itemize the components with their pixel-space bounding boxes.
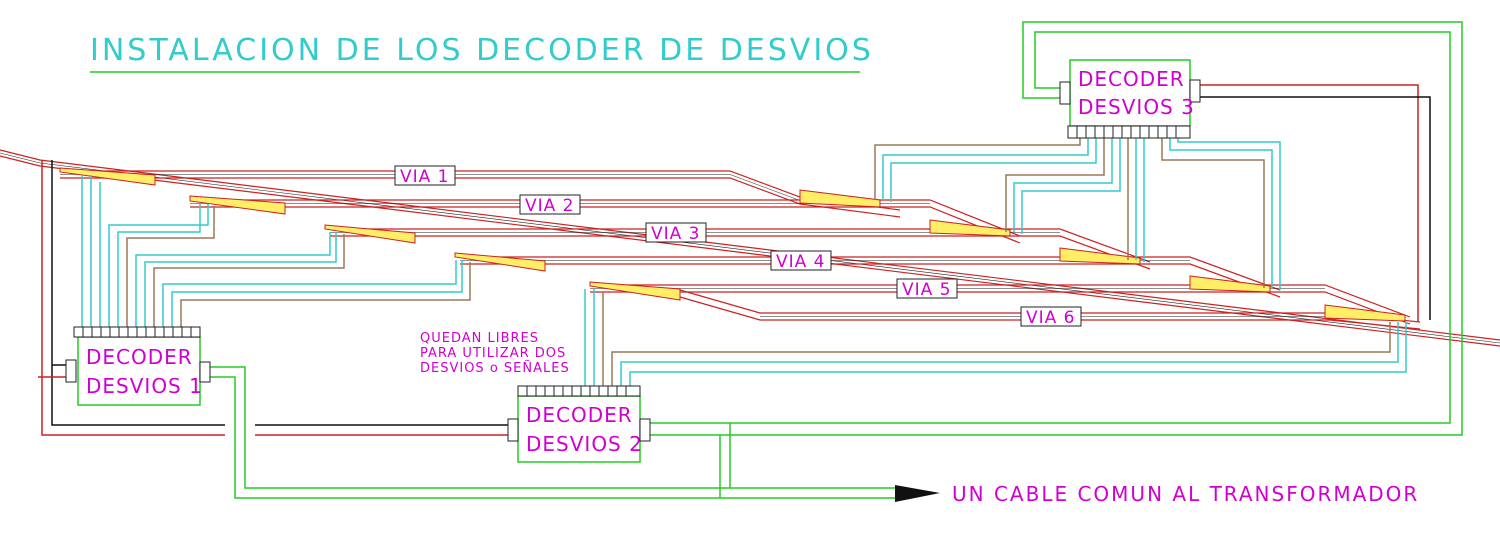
- turnout-right-1: [799, 189, 881, 208]
- turnout-left-2: [189, 195, 286, 215]
- decoder-3-common-terminal: [1059, 81, 1071, 105]
- decoder-3-terminal-strip: [1067, 125, 1191, 139]
- decoder-1-line2: DESVIOS 1: [86, 374, 203, 398]
- decoder-2-terminal-strip: [517, 385, 641, 397]
- decoder-3-turnout-wires: [874, 138, 1281, 290]
- via-labels: VIA 1 VIA 2 VIA 3 VIA 4 VIA 5 VIA 6: [394, 165, 1082, 328]
- common-cable-label: UN CABLE COMUN AL TRANSFORMADOR: [952, 482, 1419, 506]
- track-layout: [0, 149, 1500, 347]
- decoder-1: DECODER DESVIOS 1: [65, 326, 211, 406]
- wiring: [38, 21, 1463, 499]
- via-1-label: VIA 1: [400, 167, 450, 187]
- turnout-left-4: [454, 252, 546, 272]
- turnout-right-5: [1324, 304, 1406, 322]
- via-5-label: VIA 5: [902, 280, 952, 300]
- turnout-right-2: [929, 219, 1011, 237]
- decoder-2-box: [517, 395, 641, 463]
- decoder-1-turnout-wires: [81, 175, 471, 328]
- common-green-wires: [205, 21, 1463, 499]
- via-3-label: VIA 3: [651, 224, 701, 244]
- via-4-label: VIA 4: [776, 252, 826, 272]
- turnout-left-3: [324, 224, 416, 244]
- turnouts: [59, 167, 1406, 322]
- turnout-left-1: [59, 167, 156, 186]
- free-note-line1: QUEDAN LIBRES: [420, 331, 539, 346]
- decoder-2-turnout-wires: [584, 289, 1407, 388]
- common-cable-arrow-icon: [895, 485, 940, 502]
- decoder-2-power-terminal: [507, 418, 519, 442]
- via-4-track: [460, 256, 1281, 298]
- decoder-3-box: [1069, 59, 1191, 127]
- decoder-3-power-terminal: [1189, 79, 1201, 103]
- decoder-1-common-terminal: [199, 361, 211, 383]
- decoder-1-line1: DECODER: [86, 345, 193, 369]
- main-line-track: [0, 149, 1500, 347]
- via-5-track: [590, 284, 1411, 325]
- free-terminals-note: QUEDAN LIBRES PARA UTILIZAR DOS DESVIOS …: [420, 331, 570, 376]
- decoder-2: DECODER DESVIOS 2: [507, 385, 651, 463]
- decoder-1-power-terminal: [65, 359, 77, 383]
- decoder-2-line1: DECODER: [526, 403, 633, 427]
- turnout-right-4: [1189, 275, 1271, 293]
- diagram-title: INSTALACION DE LOS DECODER DE DESVIOS: [90, 33, 874, 68]
- decoder-3: DECODER DESVIOS 3: [1059, 59, 1201, 139]
- decoder-2-line2: DESVIOS 2: [526, 432, 643, 456]
- via-2-label: VIA 2: [525, 196, 575, 216]
- turnout-left-5: [589, 281, 681, 301]
- decoder-3-line1: DECODER: [1078, 67, 1185, 91]
- free-note-line3: DESVIOS o SEÑALES: [420, 360, 570, 376]
- decoder-3-line2: DESVIOS 3: [1078, 95, 1195, 119]
- power-wires: [38, 84, 1431, 436]
- via-1-track: [60, 170, 901, 218]
- decoder-2-common-terminal: [639, 418, 651, 442]
- via-6-label: VIA 6: [1026, 308, 1076, 328]
- decoder-1-box: [77, 336, 201, 406]
- free-note-line2: PARA UTILIZAR DOS: [420, 346, 566, 361]
- turnout-right-3: [1059, 247, 1141, 265]
